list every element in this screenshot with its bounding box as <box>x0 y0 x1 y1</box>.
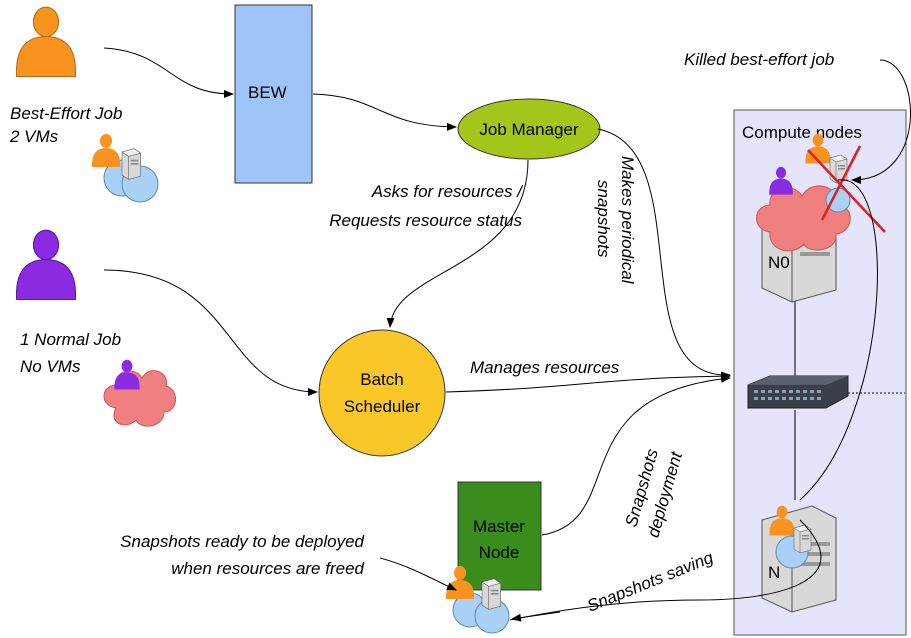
normal-job-line2: No VMs <box>20 357 81 376</box>
be-vm-icon <box>769 505 812 569</box>
ready-annotation-line1: Snapshots ready to be deployed <box>120 532 364 551</box>
arrow-jobmanager-to-compute <box>597 128 731 380</box>
deployment-annotation: Snapshots deployment <box>622 446 687 539</box>
arrow-saving-head <box>511 611 561 622</box>
master-node-box <box>457 481 542 591</box>
periodical-line1: Makes periodical <box>618 156 637 285</box>
batch-scheduler-line2: Scheduler <box>344 397 421 416</box>
arrow-jobmanager-to-scheduler <box>386 159 529 328</box>
arrow-user-to-bew <box>103 47 234 98</box>
killed-annotation: Killed best-effort job <box>684 50 834 69</box>
node-n1-label: N <box>768 563 780 582</box>
arrow-killed <box>851 59 911 184</box>
best-effort-user-icon <box>15 6 77 78</box>
arrow-ready <box>379 557 457 591</box>
arrow-normaluser-to-scheduler <box>103 269 318 396</box>
ready-annotation-line2: when resources are freed <box>171 559 364 578</box>
master-node-line1: Master <box>473 517 525 536</box>
asks-annotation-line2: Requests resource status <box>329 211 522 230</box>
arrow-compute-to-master <box>509 179 878 621</box>
best-effort-job-line2: 2 VMs <box>9 127 59 146</box>
job-manager-label: Job Manager <box>479 120 579 139</box>
batch-scheduler-line1: Batch <box>360 370 403 389</box>
manages-annotation: Manages resources <box>470 358 620 377</box>
normal-job-line1: 1 Normal Job <box>20 330 121 349</box>
arrow-scheduler-to-compute <box>445 372 731 393</box>
network-switch-icon <box>747 375 849 409</box>
best-effort-job-line1: Best-Effort Job <box>10 104 122 123</box>
periodical-line2: snapshots <box>594 180 613 258</box>
arrow-bew-to-jobmanager <box>312 93 457 131</box>
snapshot-vm-icon <box>445 566 510 634</box>
compute-nodes-title: Compute nodes <box>742 123 862 142</box>
saving-annotation: Snapshots saving <box>584 548 716 616</box>
asks-annotation-line1: Asks for resources / <box>371 182 524 201</box>
bew-box <box>234 4 313 184</box>
batch-scheduler-node <box>318 329 446 457</box>
periodical-annotation: Makes periodical snapshots <box>594 156 637 285</box>
arrow-master-to-compute <box>541 374 731 536</box>
bew-label: BEW <box>248 83 287 102</box>
vm-pair-icon <box>91 134 159 203</box>
node-n0-label: N0 <box>768 253 790 272</box>
cloud-icon <box>103 370 176 427</box>
master-node-line2: Node <box>479 543 520 562</box>
normal-user-icon <box>15 229 77 301</box>
